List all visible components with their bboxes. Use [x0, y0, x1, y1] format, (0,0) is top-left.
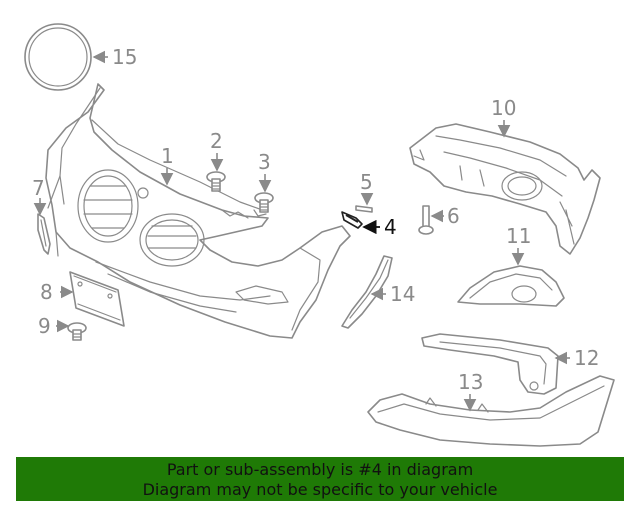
parts-diagram: 15 1 2 3 5 4 6 7 8 9 10 11 12 13 14 — [24, 23, 615, 447]
callout-3: 3 — [258, 150, 271, 174]
part-12-lower-trim — [421, 333, 559, 395]
callout-6: 6 — [447, 204, 460, 228]
callout-12: 12 — [574, 346, 599, 370]
part-4-bracket-highlighted — [341, 211, 363, 229]
callout-labels: 15 1 2 3 5 4 6 7 8 9 10 11 12 13 14 — [32, 45, 599, 394]
callout-11: 11 — [506, 224, 531, 248]
part-8-license-plate-bracket — [69, 271, 125, 327]
callout-13: 13 — [458, 370, 483, 394]
banner-line-disclaimer: Diagram may not be specific to your vehi… — [142, 480, 498, 499]
part-1-bumper-cover — [45, 83, 351, 339]
part-5-clip — [355, 205, 373, 213]
part-2-screw — [206, 171, 226, 192]
callout-1: 1 — [161, 144, 174, 168]
part-10-bumper-support — [409, 123, 601, 255]
callout-15: 15 — [112, 45, 137, 69]
callout-5: 5 — [360, 170, 373, 194]
part-6-bolt — [418, 205, 434, 235]
callout-7: 7 — [32, 176, 45, 200]
part-3-screw — [254, 192, 274, 213]
leader-lines — [33, 50, 570, 412]
callout-8: 8 — [40, 280, 53, 304]
callout-2: 2 — [210, 129, 223, 153]
callout-9: 9 — [38, 314, 51, 338]
part-14-side-trim — [341, 255, 393, 329]
part-info-banner: Part or sub-assembly is #4 in diagram Di… — [16, 457, 624, 501]
callout-4: 4 — [384, 215, 397, 239]
banner-line-part: Part or sub-assembly is #4 in diagram — [166, 460, 474, 479]
part-9-fastener — [67, 322, 87, 341]
part-7-side-bracket — [37, 213, 51, 255]
part-11-fog-light-trim — [457, 265, 565, 307]
callout-14: 14 — [390, 282, 415, 306]
callout-10: 10 — [491, 96, 516, 120]
part-13-front-lip — [367, 375, 615, 447]
part-15-ring-emblem — [24, 23, 92, 91]
